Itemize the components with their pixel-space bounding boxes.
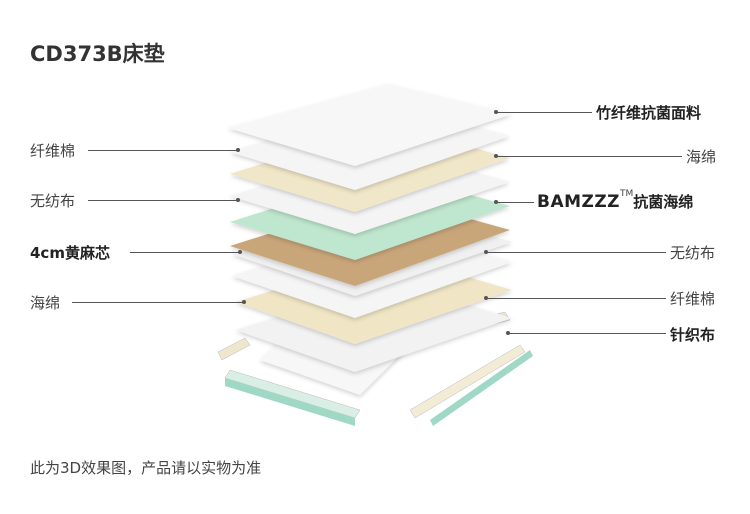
label-nonwoven-right: 无纺布: [670, 244, 716, 262]
brand-suffix: 抗菌海绵: [633, 193, 694, 211]
leader-dot: [236, 148, 240, 152]
layer-bamboo-fabric: [228, 84, 512, 166]
leader-line: [88, 150, 238, 151]
leader-line: [496, 202, 534, 203]
leader-line: [486, 252, 666, 253]
label-knit-fabric: 针织布: [670, 326, 716, 344]
page-title: CD373B床垫: [30, 42, 165, 66]
leader-line: [72, 302, 244, 303]
label-bamzzz-sponge: BAMZZZTM抗菌海绵: [537, 189, 694, 212]
leader-line: [486, 298, 666, 299]
label-fiber-cotton-left: 纤维棉: [30, 142, 76, 160]
leader-dot: [236, 198, 240, 202]
disclaimer-caption: 此为3D效果图，产品请以实物为准: [30, 459, 262, 477]
label-sponge-right: 海绵: [686, 148, 717, 166]
leader-line: [496, 156, 682, 157]
leader-line: [508, 333, 666, 334]
leader-dot: [238, 250, 242, 254]
label-jute-core: 4cm黄麻芯: [30, 244, 110, 262]
label-nonwoven-left: 无纺布: [30, 192, 76, 210]
leader-line: [88, 200, 238, 201]
label-sponge-left: 海绵: [30, 294, 61, 312]
brand-name: BAMZZZ: [537, 192, 621, 212]
trademark-mark: TM: [620, 189, 634, 199]
leader-dot: [242, 300, 246, 304]
leader-line: [130, 252, 240, 253]
label-bamboo-fabric: 竹纤维抗菌面料: [596, 104, 702, 122]
label-fiber-cotton-right: 纤维棉: [670, 290, 716, 308]
leader-line: [496, 112, 592, 113]
